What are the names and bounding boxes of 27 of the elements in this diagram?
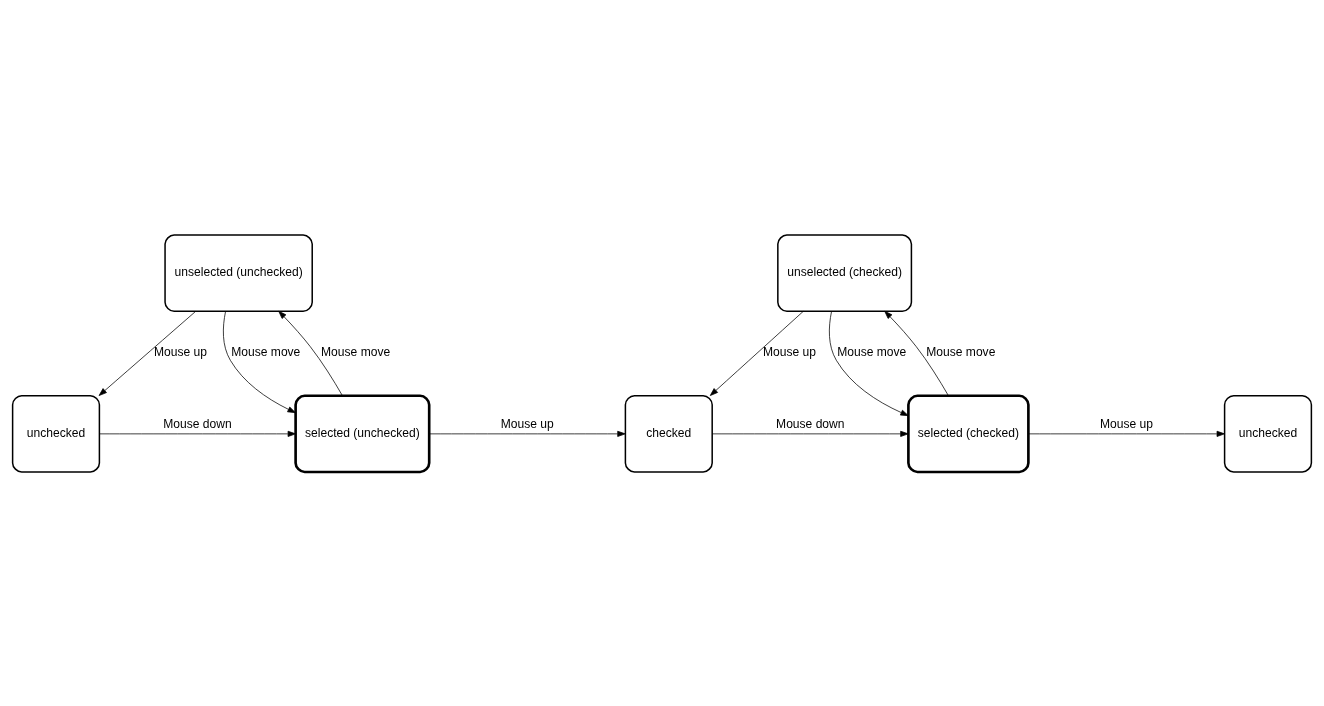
edge-label: Mouse move — [231, 344, 301, 359]
arrow — [709, 310, 804, 396]
arrow — [828, 310, 909, 416]
arrow — [712, 430, 909, 437]
arrow — [1028, 430, 1225, 437]
arrow — [98, 310, 196, 396]
node-box: unchecked — [1223, 394, 1313, 473]
edge-label: Mouse down — [163, 416, 232, 431]
edge-label: Mouse up — [763, 344, 817, 359]
edge-label: Mouse up — [500, 416, 554, 431]
node-box: unselected (checked) — [777, 233, 913, 312]
arrow — [884, 310, 949, 396]
arrow — [222, 310, 296, 413]
arrow — [278, 310, 343, 396]
node-box: checked — [624, 394, 713, 473]
node-box: unchecked — [11, 394, 101, 473]
node-box: selected (unchecked) — [294, 393, 431, 473]
edge-label: Mouse move — [926, 344, 996, 359]
node-box: selected (checked) — [907, 393, 1030, 473]
edge-label: Mouse move — [837, 344, 907, 359]
arrow — [428, 430, 626, 437]
arrow — [99, 430, 296, 437]
edge-label: Mouse up — [154, 344, 208, 359]
edge-label: Mouse up — [1100, 416, 1153, 431]
edge-label: Mouse move — [321, 344, 391, 359]
edge-label: Mouse down — [776, 416, 845, 431]
node-box: unselected (unchecked) — [164, 233, 313, 312]
